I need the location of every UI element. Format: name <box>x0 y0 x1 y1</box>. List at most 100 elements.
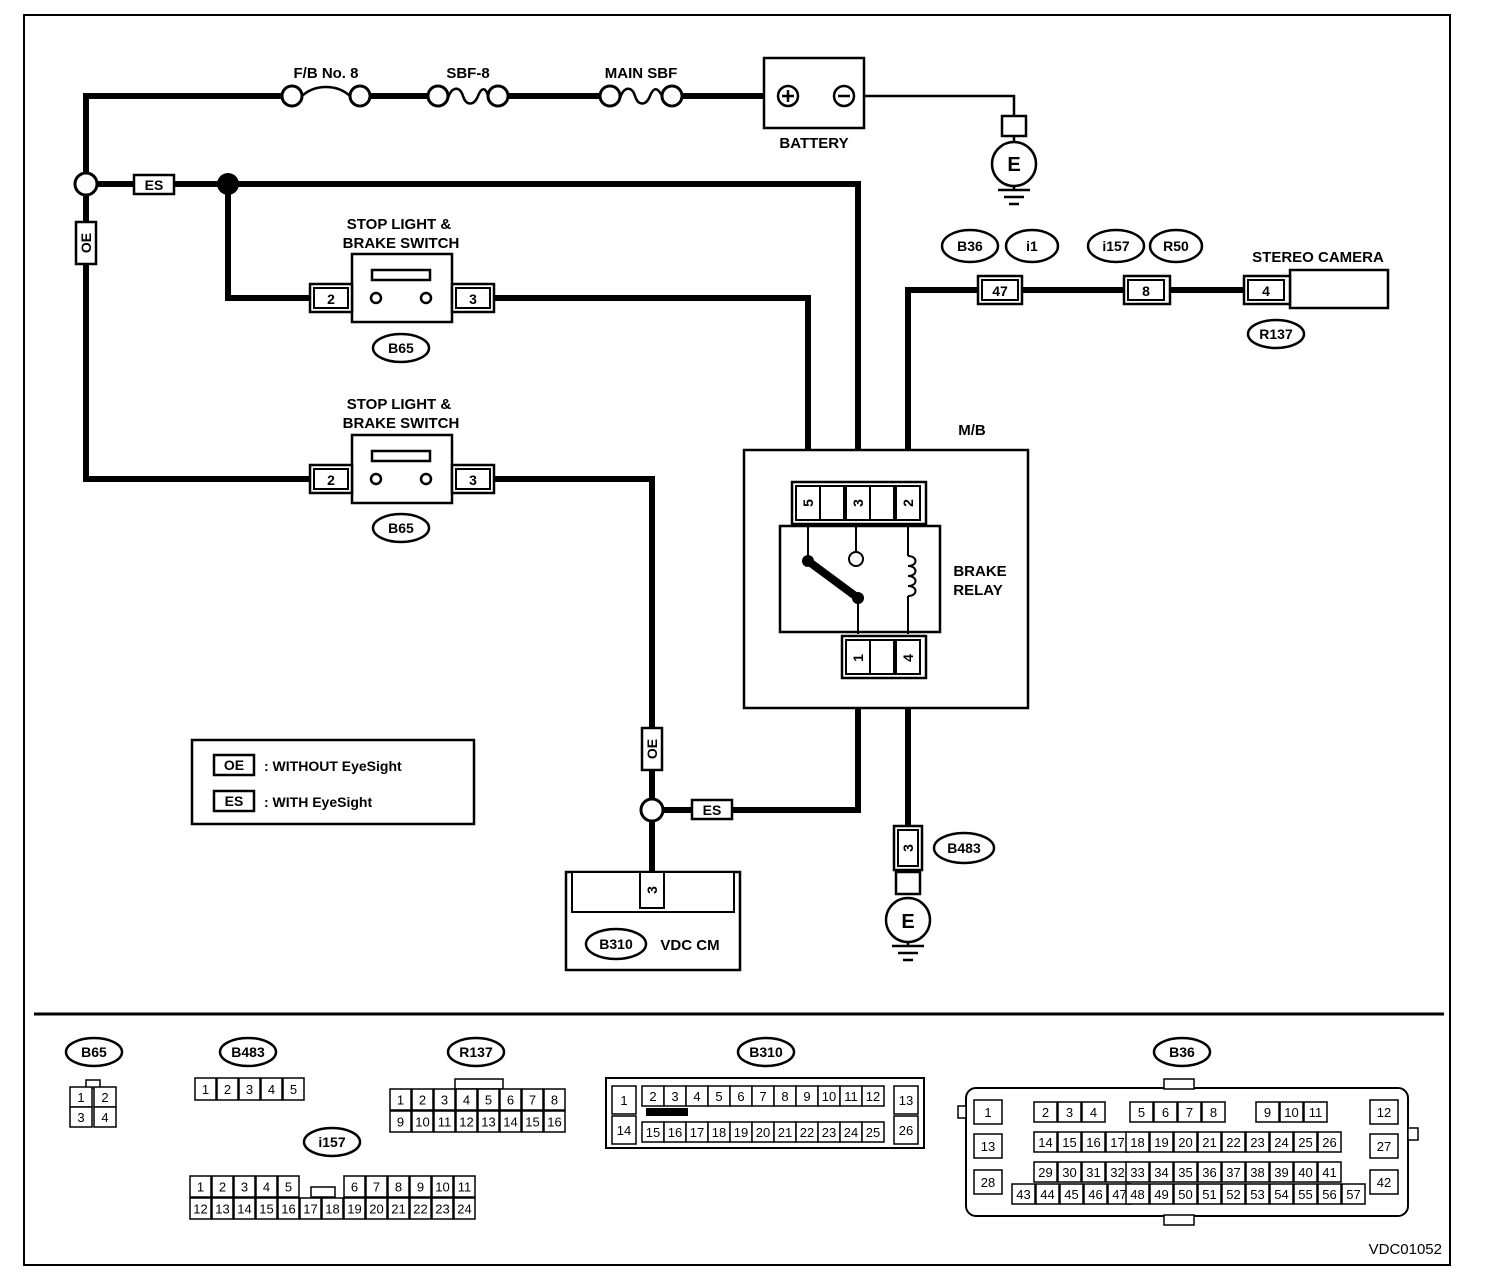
junction-open-vdc <box>639 797 665 823</box>
face-b36-pin-4 <box>1081 1101 1106 1123</box>
face-b36-pin-33-label: 33 <box>1130 1165 1144 1180</box>
stereo-camera: STEREO CAMERA 4 R137 <box>1242 249 1390 350</box>
face-b36-pin-42-label: 42 <box>1377 1175 1391 1190</box>
face-b36-pin-55 <box>1293 1183 1318 1205</box>
face-r137-tag <box>446 1036 506 1068</box>
tag-b483: B483 <box>947 840 981 856</box>
face-r137-pin-3 <box>433 1088 456 1111</box>
face-b36-pin-46-label: 46 <box>1088 1187 1102 1202</box>
face-b65-pin-3 <box>69 1106 93 1128</box>
face-b36-pin-54-label: 54 <box>1274 1187 1288 1202</box>
legend: OE : WITHOUT EyeSight ES : WITH EyeSight <box>190 738 476 826</box>
face-b310-pin-20-label: 20 <box>756 1125 770 1140</box>
battery-label: BATTERY <box>779 135 848 152</box>
relay-pin3: 3 <box>850 499 866 507</box>
face-b36-pin-45 <box>1059 1183 1084 1205</box>
face-b36-pin-12 <box>1369 1099 1399 1125</box>
face-b310-tag <box>736 1036 796 1068</box>
face-b36-tag <box>1152 1036 1212 1068</box>
face-i157-pin-9-label: 9 <box>417 1180 424 1195</box>
face-b36-pin-35 <box>1173 1161 1198 1183</box>
face-b310-pin-13 <box>893 1085 919 1115</box>
face-b36-pin-1 <box>973 1099 1003 1125</box>
face-b36-pin-6-label: 6 <box>1162 1105 1169 1120</box>
face-b36-pin-17-label: 17 <box>1110 1135 1124 1150</box>
tag-oe-left-text: OE <box>78 233 94 253</box>
vdc-label: VDC CM <box>660 937 719 954</box>
switch1-pin2: 2 <box>327 291 335 307</box>
face-b310-pin-14-label: 14 <box>617 1123 631 1138</box>
face-i157-pin-14-label: 14 <box>237 1202 251 1217</box>
face-b483-pin-2 <box>216 1077 239 1101</box>
wire-oe-branch <box>83 181 315 482</box>
fuse-fb8: F/B No. 8 <box>280 65 372 108</box>
switch2-pin3: 3 <box>469 472 477 488</box>
face-i157-pin-9 <box>409 1175 432 1198</box>
face-b310-pin-25 <box>861 1121 885 1143</box>
face-b36-pin-29-label: 29 <box>1038 1165 1052 1180</box>
face-b310-pin-13-label: 13 <box>899 1093 913 1108</box>
face-b36-pin-37 <box>1221 1161 1246 1183</box>
face-b36-pin-11 <box>1303 1101 1328 1123</box>
face-r137-pin-13 <box>477 1110 500 1133</box>
face-b36-pin-50-label: 50 <box>1178 1187 1192 1202</box>
tag-r50: R50 <box>1163 238 1189 254</box>
face-b310-pin-15-label: 15 <box>646 1125 660 1140</box>
face-r137-pin-12 <box>455 1110 478 1133</box>
face-i157-pin-6 <box>343 1175 366 1198</box>
face-r137-pin-15 <box>521 1110 544 1133</box>
face-b36-title: B36 <box>1169 1044 1195 1060</box>
face-b36-pin-39-label: 39 <box>1274 1165 1288 1180</box>
face-i157-tag <box>302 1126 362 1158</box>
face-b36-pin-50 <box>1173 1183 1198 1205</box>
wire-left-vertical-top <box>83 93 295 187</box>
face-b36-pin-22 <box>1221 1131 1246 1153</box>
legend-oe-tag: OE <box>224 757 244 773</box>
face-i157-pin-15-label: 15 <box>259 1202 273 1217</box>
face-i157-pin-11-label: 11 <box>458 1180 472 1195</box>
face-b483-pin-3 <box>238 1077 261 1101</box>
face-i157-pin-21-label: 21 <box>391 1202 405 1217</box>
face-r137-pin-14-label: 14 <box>503 1115 517 1130</box>
face-b36-pin-14 <box>1033 1131 1058 1153</box>
face-b310-pin-5-label: 5 <box>715 1089 722 1104</box>
face-b36-pin-13-label: 13 <box>981 1139 995 1154</box>
face-b36-pin-56 <box>1317 1183 1342 1205</box>
face-r137-pin-9 <box>389 1110 412 1133</box>
face-b36-pin-28-label: 28 <box>981 1175 995 1190</box>
face-b36-pin-40-label: 40 <box>1298 1165 1312 1180</box>
face-b36-pin-37-label: 37 <box>1226 1165 1240 1180</box>
face-r137-pin-1 <box>389 1088 412 1111</box>
switch2-pin2: 2 <box>327 472 335 488</box>
face-b36-pin-2-label: 2 <box>1042 1105 1049 1120</box>
face-i157-pin-22 <box>409 1197 432 1220</box>
face-b310-pin-3-label: 3 <box>671 1089 678 1104</box>
face-b36-pin-31 <box>1081 1161 1106 1183</box>
main-box: M/B 5 3 2 BRAKE RELAY 1 4 <box>742 422 1030 710</box>
face-b65-pin-4 <box>93 1106 117 1128</box>
face-b483-pin-1 <box>194 1077 217 1101</box>
face-r137-pin-11 <box>433 1110 456 1133</box>
diagram-id: VDC01052 <box>1369 1241 1442 1258</box>
face-b36-pin-8 <box>1201 1101 1226 1123</box>
face-b36-pin-1-label: 1 <box>984 1105 991 1120</box>
face-i157-pin-19-label: 19 <box>347 1202 361 1217</box>
face-b36-pin-18 <box>1125 1131 1150 1153</box>
face-r137-title: R137 <box>459 1044 493 1060</box>
face-b36-pin-5 <box>1129 1101 1154 1123</box>
wire-relay2-to-b36 <box>905 287 983 487</box>
tag-es-vdc-text: ES <box>703 802 722 818</box>
face-b310-pin-22-label: 22 <box>800 1125 814 1140</box>
face-i157-pin-20-label: 20 <box>369 1202 383 1217</box>
stereo-camera-label: STEREO CAMERA <box>1252 249 1384 266</box>
face-b36-pin-19-label: 19 <box>1154 1135 1168 1150</box>
connector-pin-8: 8 <box>1122 274 1172 306</box>
face-i157-pin-5-label: 5 <box>285 1180 292 1195</box>
ground-battery-icon: E <box>990 114 1038 206</box>
face-b483-title: B483 <box>231 1044 265 1060</box>
face-r137-pin-7 <box>521 1088 544 1111</box>
relay-pin2: 2 <box>900 499 916 507</box>
fuse-main-sbf-label: MAIN SBF <box>605 65 678 82</box>
face-b36-pin-8-label: 8 <box>1210 1105 1217 1120</box>
vdc-cm: 3 B310 VDC CM <box>564 870 742 972</box>
